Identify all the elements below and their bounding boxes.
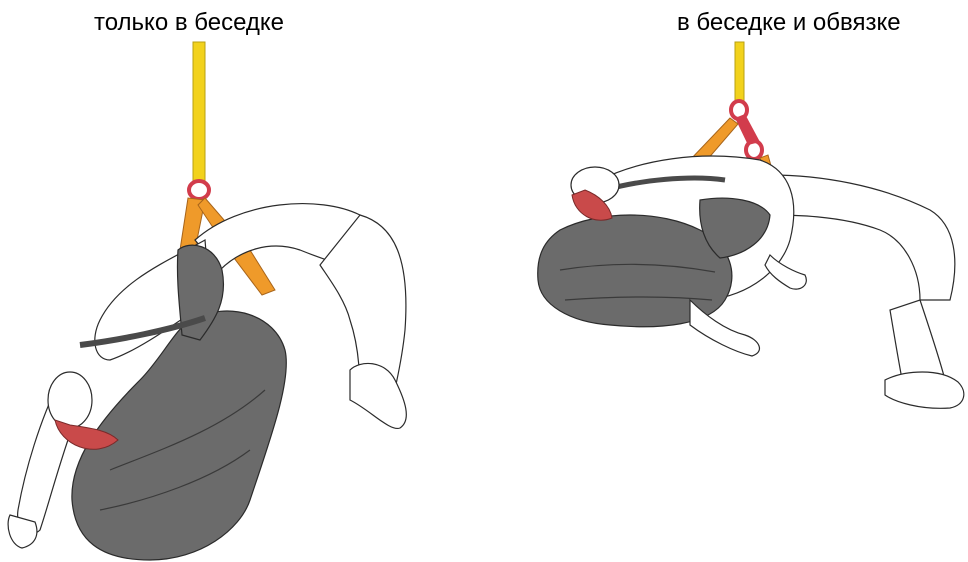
left-carabiner-icon bbox=[189, 181, 209, 199]
left-rope bbox=[193, 42, 205, 182]
right-red-sling bbox=[735, 114, 760, 145]
right-foot bbox=[885, 372, 964, 408]
right-arm-2 bbox=[765, 255, 806, 289]
right-rope bbox=[735, 42, 744, 102]
right-figure bbox=[538, 42, 964, 408]
left-figure bbox=[8, 42, 406, 560]
